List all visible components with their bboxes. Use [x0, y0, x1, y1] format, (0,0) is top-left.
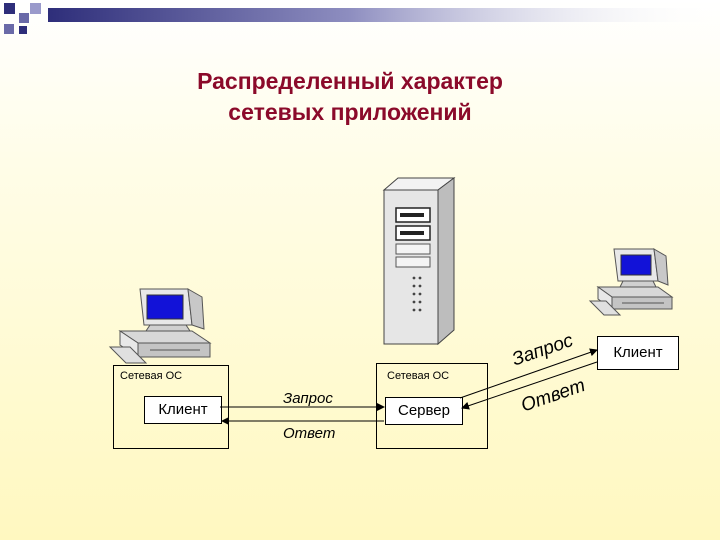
decor-square — [30, 3, 41, 14]
left-client-box: Клиент — [144, 396, 222, 424]
decor-square — [4, 24, 14, 34]
left-os-label: Сетевая ОС — [120, 370, 183, 382]
title-line-1: Распределенный характер — [197, 68, 503, 94]
diag-request-arrow — [459, 348, 598, 399]
server-node-box: Сетевая ОС Сервер — [376, 363, 488, 449]
server-os-label: Сетевая ОС — [387, 370, 450, 382]
decorative-header — [4, 3, 720, 34]
decor-square — [4, 3, 15, 14]
desktop-computer-icon — [108, 288, 212, 364]
title-line-2: сетевых приложений — [228, 99, 472, 125]
decor-bar — [48, 8, 720, 22]
page-title: Распределенный характер сетевых приложен… — [120, 66, 580, 128]
left-node-box: Сетевая ОС Клиент — [113, 365, 229, 449]
response-label: Ответ — [283, 425, 336, 442]
desktop-computer-icon — [588, 248, 674, 316]
request-label: Запрос — [283, 390, 333, 407]
diag-response-arrow — [461, 361, 598, 410]
tower-server-icon — [382, 177, 456, 346]
right-client-box: Клиент — [597, 336, 679, 370]
server-app-box: Сервер — [385, 397, 463, 425]
decor-square — [19, 13, 29, 23]
decor-square — [19, 26, 27, 34]
